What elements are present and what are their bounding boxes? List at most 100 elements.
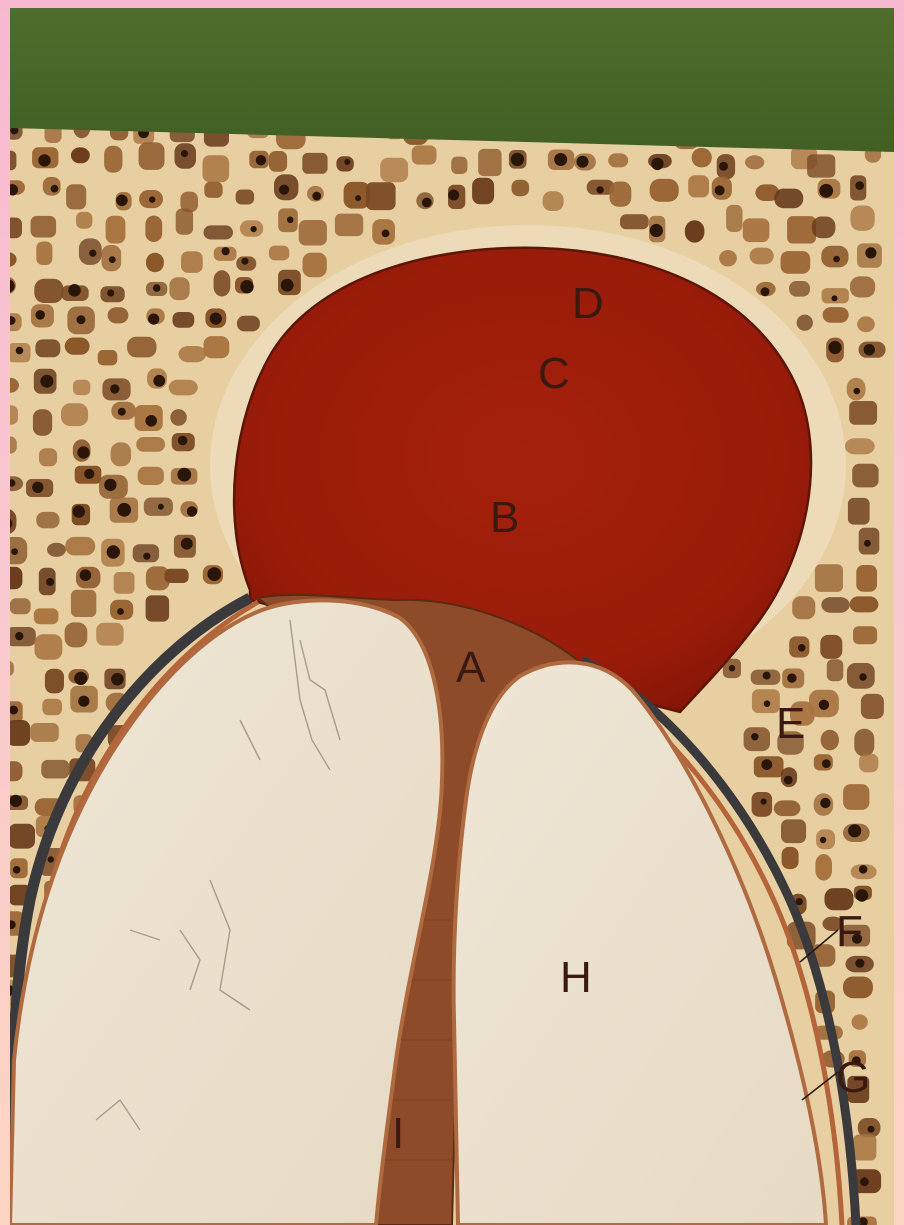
bone-cell-dot: [77, 446, 89, 458]
bone-cell-dot: [46, 578, 54, 586]
bone-cell-dot: [241, 258, 248, 265]
bone-cell-dot: [222, 247, 230, 255]
bone-cell: [745, 155, 764, 169]
bone-cell: [812, 217, 836, 239]
bone-cell-dot: [729, 665, 735, 671]
bone-cell-dot: [864, 540, 871, 547]
bone-cell: [726, 205, 742, 232]
label-B: B: [490, 493, 519, 542]
bone-cell: [98, 350, 118, 365]
bone-cell: [750, 248, 774, 265]
bone-cell: [71, 590, 96, 617]
label-F: F: [836, 907, 863, 956]
bone-cell: [204, 225, 234, 239]
bone-cell: [512, 180, 530, 197]
bone-cell-dot: [0, 157, 8, 165]
bone-cell-dot: [118, 408, 126, 416]
bone-cell: [66, 184, 86, 209]
label-C: C: [538, 349, 570, 398]
bone-cell-dot: [1, 279, 14, 292]
bone-cell-dot: [16, 347, 24, 355]
bone-cell-dot: [68, 284, 81, 297]
bone-cell: [61, 403, 88, 426]
bone-cell: [850, 596, 879, 612]
bone-cell: [146, 253, 164, 272]
top-band: [10, 8, 894, 152]
bone-cell: [146, 595, 170, 621]
bone-cell: [843, 977, 873, 999]
bone-cell-dot: [448, 190, 459, 201]
bone-cell-dot: [344, 159, 350, 165]
bone-cell-dot: [854, 388, 861, 395]
bone-cell: [0, 151, 16, 171]
bone-cell: [96, 623, 123, 646]
bone-cell-dot: [177, 468, 191, 482]
bone-cell-dot: [181, 538, 193, 550]
bone-cell-dot: [89, 250, 96, 257]
bone-cell: [752, 792, 773, 817]
bone-cell: [823, 307, 849, 323]
bone-cell: [39, 448, 57, 466]
bone-cell: [856, 565, 877, 592]
bone-cell-dot: [10, 795, 22, 807]
bone-cell: [366, 182, 396, 210]
bone-cell: [774, 800, 801, 816]
bone-cell-dot: [107, 545, 120, 558]
bone-cell: [472, 178, 494, 205]
bone-cell: [335, 214, 363, 237]
bone-cell-dot: [7, 920, 16, 929]
bone-cell: [845, 438, 875, 454]
bone-cell-dot: [256, 155, 266, 165]
bone-cell: [859, 754, 878, 773]
bone-cell: [181, 251, 203, 273]
bone-cell-dot: [833, 256, 840, 263]
bone-cell: [65, 338, 90, 355]
bone-cell: [821, 597, 849, 613]
bone-cell-dot: [787, 673, 796, 682]
bone-cell-dot: [110, 384, 119, 393]
bone-cell-dot: [279, 185, 289, 195]
bone-cell: [543, 191, 564, 211]
bone-cell-dot: [859, 865, 868, 874]
bone-cell-dot: [763, 672, 771, 680]
bone-cell: [848, 498, 870, 525]
bone-cell: [45, 669, 64, 694]
bone-cell-dot: [111, 673, 124, 686]
bone-cell: [861, 694, 884, 719]
bone-cell: [380, 158, 408, 183]
bone-cell-dot: [819, 184, 833, 198]
bone-cell: [36, 242, 52, 266]
bone-cell: [688, 175, 709, 197]
bone-cell-dot: [596, 186, 603, 193]
bone-cell-dot: [822, 759, 831, 768]
bone-cell-dot: [820, 837, 826, 843]
bone-cell: [204, 182, 222, 198]
bone-cell: [781, 819, 806, 843]
bone-cell-dot: [51, 185, 59, 193]
bone-cell-dot: [784, 776, 793, 785]
bone-cell: [853, 626, 877, 644]
bone-cell: [71, 147, 90, 163]
bone-cell-dot: [107, 289, 114, 296]
bone-cell: [850, 276, 875, 297]
bone-cell: [138, 467, 164, 485]
bone-cell-dot: [751, 733, 758, 740]
bone-cell-dot: [761, 287, 770, 296]
bone-cell-dot: [856, 889, 869, 902]
label-E: E: [776, 699, 805, 748]
bone-cell: [214, 270, 231, 296]
bone-cell-dot: [761, 759, 772, 770]
bone-cell-dot: [35, 310, 45, 320]
label-D: D: [572, 279, 604, 328]
bone-cell: [2, 761, 22, 781]
bone-cell-dot: [868, 1126, 875, 1133]
bone-cell-dot: [210, 313, 222, 325]
bone-cell-dot: [287, 217, 294, 224]
bone-cell-dot: [761, 799, 767, 805]
bone-cell: [851, 206, 875, 231]
bone-cell: [299, 220, 327, 246]
bone-cell-dot: [153, 375, 165, 387]
bone-cell: [204, 336, 230, 358]
bone-cell-dot: [77, 315, 86, 324]
bone-cell: [843, 784, 869, 810]
